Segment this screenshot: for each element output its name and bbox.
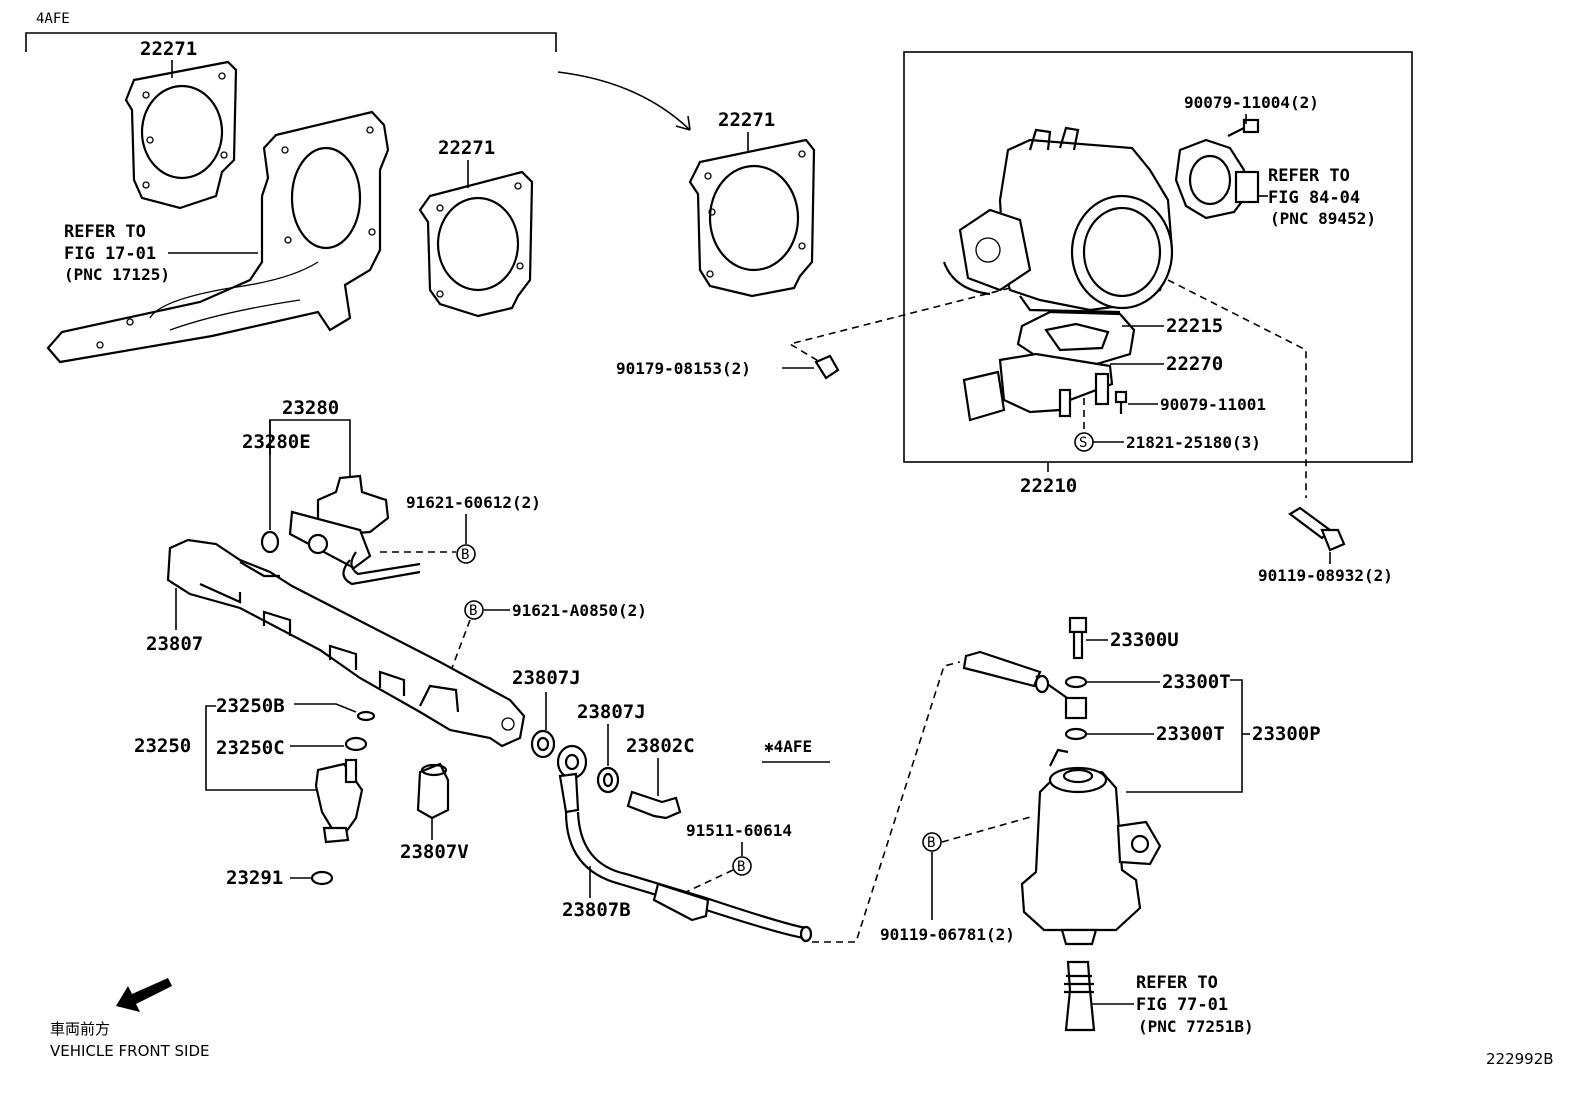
engine-label: 4AFE (36, 11, 70, 27)
refer-fig-77-01-line2: FIG 77-01 (1136, 995, 1228, 1015)
part-number-23807v: 23807V (400, 841, 469, 863)
marker-b-1 (456, 544, 476, 564)
part-number-23807j-2: 23807J (577, 701, 646, 723)
part-number-23300t-2: 23300T (1156, 723, 1225, 745)
part-number-22215: 22215 (1166, 315, 1223, 337)
part-number-23291: 23291 (226, 867, 283, 889)
part-number-23807: 23807 (146, 633, 203, 655)
throttle-body[interactable] (942, 126, 1174, 314)
refer-fig-84-04-line2: FIG 84-04 (1268, 188, 1360, 208)
oring-23250b[interactable] (356, 710, 376, 722)
marker-b-3 (732, 856, 752, 876)
refer-fig-84-04-line1: REFER TO (1268, 166, 1350, 186)
refer-fig-77-01-line3: (PNC 77251B) (1138, 1017, 1254, 1036)
insulator-23807j-1[interactable] (530, 729, 556, 759)
refer-fig-17-01-line2: FIG 17-01 (64, 244, 156, 264)
part-number-23250b: 23250B (216, 695, 285, 717)
note-4afe: ✱4AFE (764, 737, 812, 756)
part-number-23280e: 23280E (242, 431, 311, 453)
direction-english: VEHICLE FRONT SIDE (50, 1042, 210, 1060)
fuel-filter[interactable] (1020, 748, 1162, 946)
part-number-23807j-1: 23807J (512, 667, 581, 689)
part-number-91621-60612: 91621-60612(2) (406, 493, 541, 512)
throttle-position-sensor[interactable] (1174, 138, 1260, 220)
refer-fig-17-01-line3: (PNC 17125) (64, 265, 170, 284)
part-number-23802c: 23802C (626, 735, 695, 757)
part-number-22210: 22210 (1020, 475, 1077, 497)
refer-fig-77-01-line1: REFER TO (1136, 973, 1218, 993)
marker-b-4 (922, 832, 942, 852)
part-number-23300p: 23300P (1252, 723, 1321, 745)
union-bolt-23802c[interactable] (626, 790, 682, 820)
spacer-23807v[interactable] (416, 762, 450, 820)
gasket-23300t-1[interactable] (1064, 675, 1088, 689)
part-number-90079-11004: 90079-11004(2) (1184, 93, 1319, 112)
part-number-22271-c: 22271 (718, 109, 775, 131)
fuel-injector[interactable] (314, 758, 364, 844)
fuel-pipe-23807b[interactable] (556, 744, 813, 943)
screw-90079-11004[interactable] (1227, 118, 1260, 137)
part-number-90119-08932: 90119-08932(2) (1258, 566, 1393, 585)
marker-b-3-label: B (737, 859, 745, 875)
gasket-22271-right[interactable] (688, 138, 816, 298)
marker-b-1-label: B (461, 547, 469, 563)
part-number-22271-b: 22271 (438, 137, 495, 159)
marker-b-2-label: B (469, 603, 477, 619)
refer-fig-17-01-line1: REFER TO (64, 222, 146, 242)
bolt-90179-08153[interactable] (814, 354, 840, 380)
gasket-22215[interactable] (1016, 310, 1136, 368)
part-number-21821-25180: 21821-25180(3) (1126, 433, 1261, 452)
part-number-90119-06781: 90119-06781(2) (880, 925, 1015, 944)
direction-japanese: 車両前方 (50, 1020, 110, 1038)
part-number-23250c: 23250C (216, 737, 285, 759)
marker-b-4-label: B (927, 835, 935, 851)
part-number-22270: 22270 (1166, 353, 1223, 375)
part-number-91511-60614: 91511-60614 (686, 821, 792, 840)
idle-air-control-valve[interactable] (962, 352, 1114, 422)
diagram-id: 222992B (1486, 1050, 1554, 1068)
insulator-23807j-2[interactable] (596, 766, 620, 794)
oring-23280e[interactable] (260, 530, 280, 554)
gasket-23300t-2[interactable] (1064, 727, 1088, 741)
cushion-23250c[interactable] (344, 736, 368, 752)
delivery-pipe[interactable] (166, 538, 526, 748)
part-number-23807b: 23807B (562, 899, 631, 921)
fuel-union[interactable] (1064, 696, 1088, 720)
bolt-90119-08932[interactable] (1288, 506, 1346, 552)
part-number-90179-08153: 90179-08153(2) (616, 359, 751, 378)
part-number-23250: 23250 (134, 735, 191, 757)
part-number-22271-a: 22271 (140, 38, 197, 60)
marker-s-label: S (1079, 435, 1087, 451)
part-number-23300t-1: 23300T (1162, 671, 1231, 693)
refer-fig-84-04-line3: (PNC 89452) (1270, 209, 1376, 228)
manifold-stay[interactable] (46, 110, 390, 364)
vehicle-front-arrow-icon (116, 978, 172, 1012)
gasket-22271-top-left[interactable] (124, 60, 238, 210)
gasket-22271-middle[interactable] (418, 170, 534, 318)
part-number-23300u: 23300U (1110, 629, 1179, 651)
fuel-hose-lower[interactable] (1064, 960, 1096, 1032)
pressure-regulator[interactable] (288, 474, 421, 586)
bolt-23300u[interactable] (1068, 616, 1088, 660)
part-number-23280: 23280 (282, 397, 339, 419)
marker-b-2 (464, 600, 484, 620)
part-number-90079-11001: 90079-11001 (1160, 395, 1266, 414)
part-number-91621-a0850: 91621-A0850(2) (512, 601, 647, 620)
screw-90079-11001[interactable] (1114, 390, 1128, 414)
insulator-23291[interactable] (310, 870, 334, 886)
throttle-body-group-box (903, 51, 1413, 463)
fuel-hose-upper[interactable] (962, 650, 1071, 701)
